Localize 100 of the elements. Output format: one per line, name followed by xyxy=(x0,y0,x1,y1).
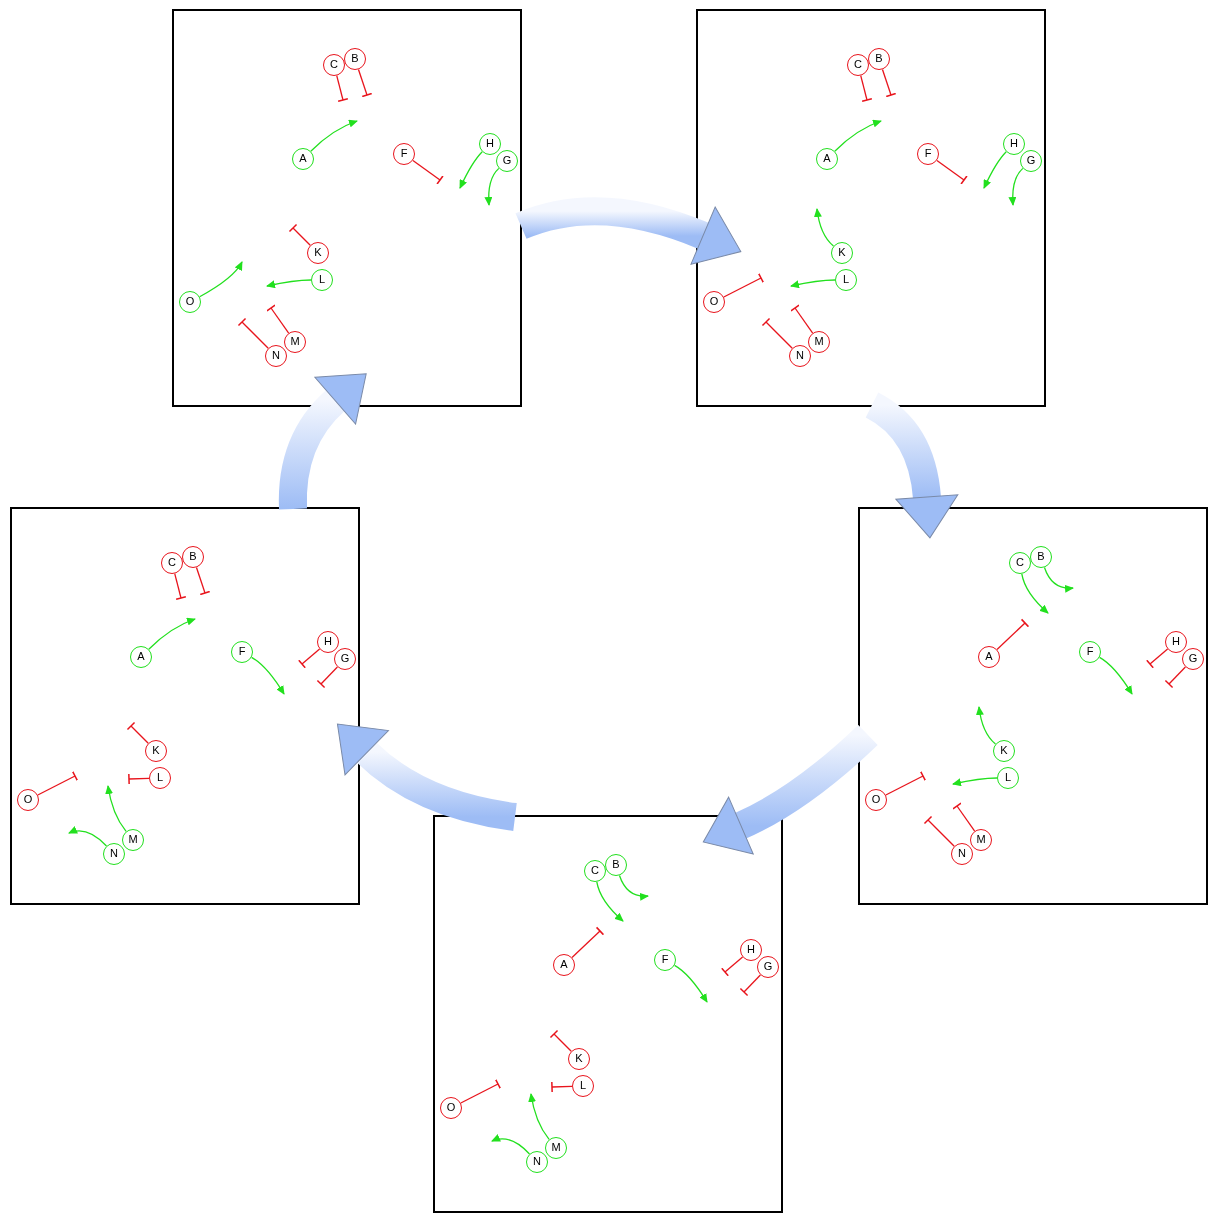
arrow xyxy=(199,261,243,298)
t-bar-line xyxy=(739,974,762,997)
arrow xyxy=(148,617,196,650)
arrow xyxy=(105,785,127,833)
letter-circle: M xyxy=(545,1137,567,1159)
letter-circle: F xyxy=(1079,641,1101,663)
t-bar-line xyxy=(460,1078,501,1104)
letter-circle: G xyxy=(1020,150,1042,172)
t-bar-line xyxy=(266,304,290,334)
letter-circle: G xyxy=(1182,648,1204,670)
letter-circle: A xyxy=(130,646,152,668)
t-bar-line xyxy=(723,272,764,298)
arrow xyxy=(459,151,483,189)
letter-circle: A xyxy=(978,646,1000,668)
letter-circle: A xyxy=(292,148,314,170)
letter-circle: K xyxy=(993,740,1015,762)
letter-circle: F xyxy=(917,143,939,165)
t-bar-line xyxy=(126,721,149,744)
letter-circle: O xyxy=(179,291,201,313)
block-arrow xyxy=(278,372,366,510)
t-bar-line xyxy=(1164,666,1187,689)
t-bar-line xyxy=(571,926,605,959)
letter-circle: A xyxy=(553,954,575,976)
letter-circle: C xyxy=(1009,552,1031,574)
arrow xyxy=(1021,573,1049,614)
letter-circle: M xyxy=(122,829,144,851)
letter-circle: G xyxy=(757,956,779,978)
letter-circle: G xyxy=(334,648,356,670)
letter-circle: L xyxy=(572,1075,594,1097)
arrow xyxy=(68,826,108,847)
arrow xyxy=(250,656,285,695)
t-bar-line xyxy=(298,648,321,669)
letter-circle: H xyxy=(740,939,762,961)
arrow xyxy=(1008,167,1024,206)
letter-circle: C xyxy=(847,54,869,76)
letter-circle: K xyxy=(307,242,329,264)
arrow xyxy=(673,964,708,1003)
letter-circle: F xyxy=(393,143,415,165)
t-bar-line xyxy=(885,770,926,796)
arrow xyxy=(596,881,624,922)
t-bar-line xyxy=(37,770,78,796)
t-bar-line xyxy=(860,75,873,102)
letter-circle: G xyxy=(496,150,518,172)
t-bar-line xyxy=(1146,648,1169,669)
letter-circle: C xyxy=(323,54,345,76)
arrow xyxy=(952,777,998,787)
letter-circle: B xyxy=(868,48,890,70)
t-bar-line xyxy=(195,566,211,596)
letter-circle: N xyxy=(265,345,287,367)
arrow xyxy=(1043,566,1074,593)
letter-circle: A xyxy=(816,148,838,170)
letter-circle: O xyxy=(865,789,887,811)
letter-circle: C xyxy=(584,860,606,882)
t-bar-line xyxy=(551,1081,573,1093)
letter-circle: O xyxy=(703,291,725,313)
letter-circle: K xyxy=(831,242,853,264)
arrow xyxy=(528,1093,550,1141)
diagram-panel xyxy=(10,507,360,905)
t-bar-line xyxy=(336,75,349,102)
letter-circle: L xyxy=(149,767,171,789)
arrow xyxy=(310,119,358,152)
letter-circle: N xyxy=(526,1151,548,1173)
letter-circle: O xyxy=(440,1097,462,1119)
letter-circle: B xyxy=(182,546,204,568)
letter-circle: N xyxy=(103,843,125,865)
arrow xyxy=(983,151,1007,189)
t-bar-line xyxy=(923,815,955,847)
arrow xyxy=(491,1134,531,1155)
t-bar-line xyxy=(412,159,444,185)
diagram-panel xyxy=(172,9,522,407)
arrow xyxy=(976,706,997,745)
t-bar-line xyxy=(174,573,187,600)
diagram-panel xyxy=(433,815,783,1213)
letter-circle: H xyxy=(317,631,339,653)
letter-circle: L xyxy=(997,767,1019,789)
letter-circle: F xyxy=(654,949,676,971)
t-bar-line xyxy=(721,956,744,977)
block-arrow xyxy=(865,392,959,539)
letter-circle: B xyxy=(344,48,366,70)
diagram-panel xyxy=(858,507,1208,905)
letter-circle: K xyxy=(568,1048,590,1070)
letter-circle: M xyxy=(808,331,830,353)
t-bar-line xyxy=(357,68,373,98)
letter-circle: M xyxy=(970,829,992,851)
letter-circle: L xyxy=(311,269,333,291)
arrow xyxy=(790,279,836,289)
arrow xyxy=(814,208,835,247)
t-bar-line xyxy=(237,317,269,349)
letter-circle: N xyxy=(951,843,973,865)
arrow xyxy=(1098,656,1133,695)
letter-circle: K xyxy=(145,740,167,762)
t-bar-line xyxy=(128,773,150,785)
block-arrow xyxy=(703,724,878,855)
t-bar-line xyxy=(881,68,897,98)
letter-circle: C xyxy=(161,552,183,574)
t-bar-line xyxy=(936,159,968,185)
letter-circle: H xyxy=(1003,133,1025,155)
arrow xyxy=(834,119,882,152)
t-bar-line xyxy=(996,618,1030,651)
letter-circle: H xyxy=(1165,631,1187,653)
